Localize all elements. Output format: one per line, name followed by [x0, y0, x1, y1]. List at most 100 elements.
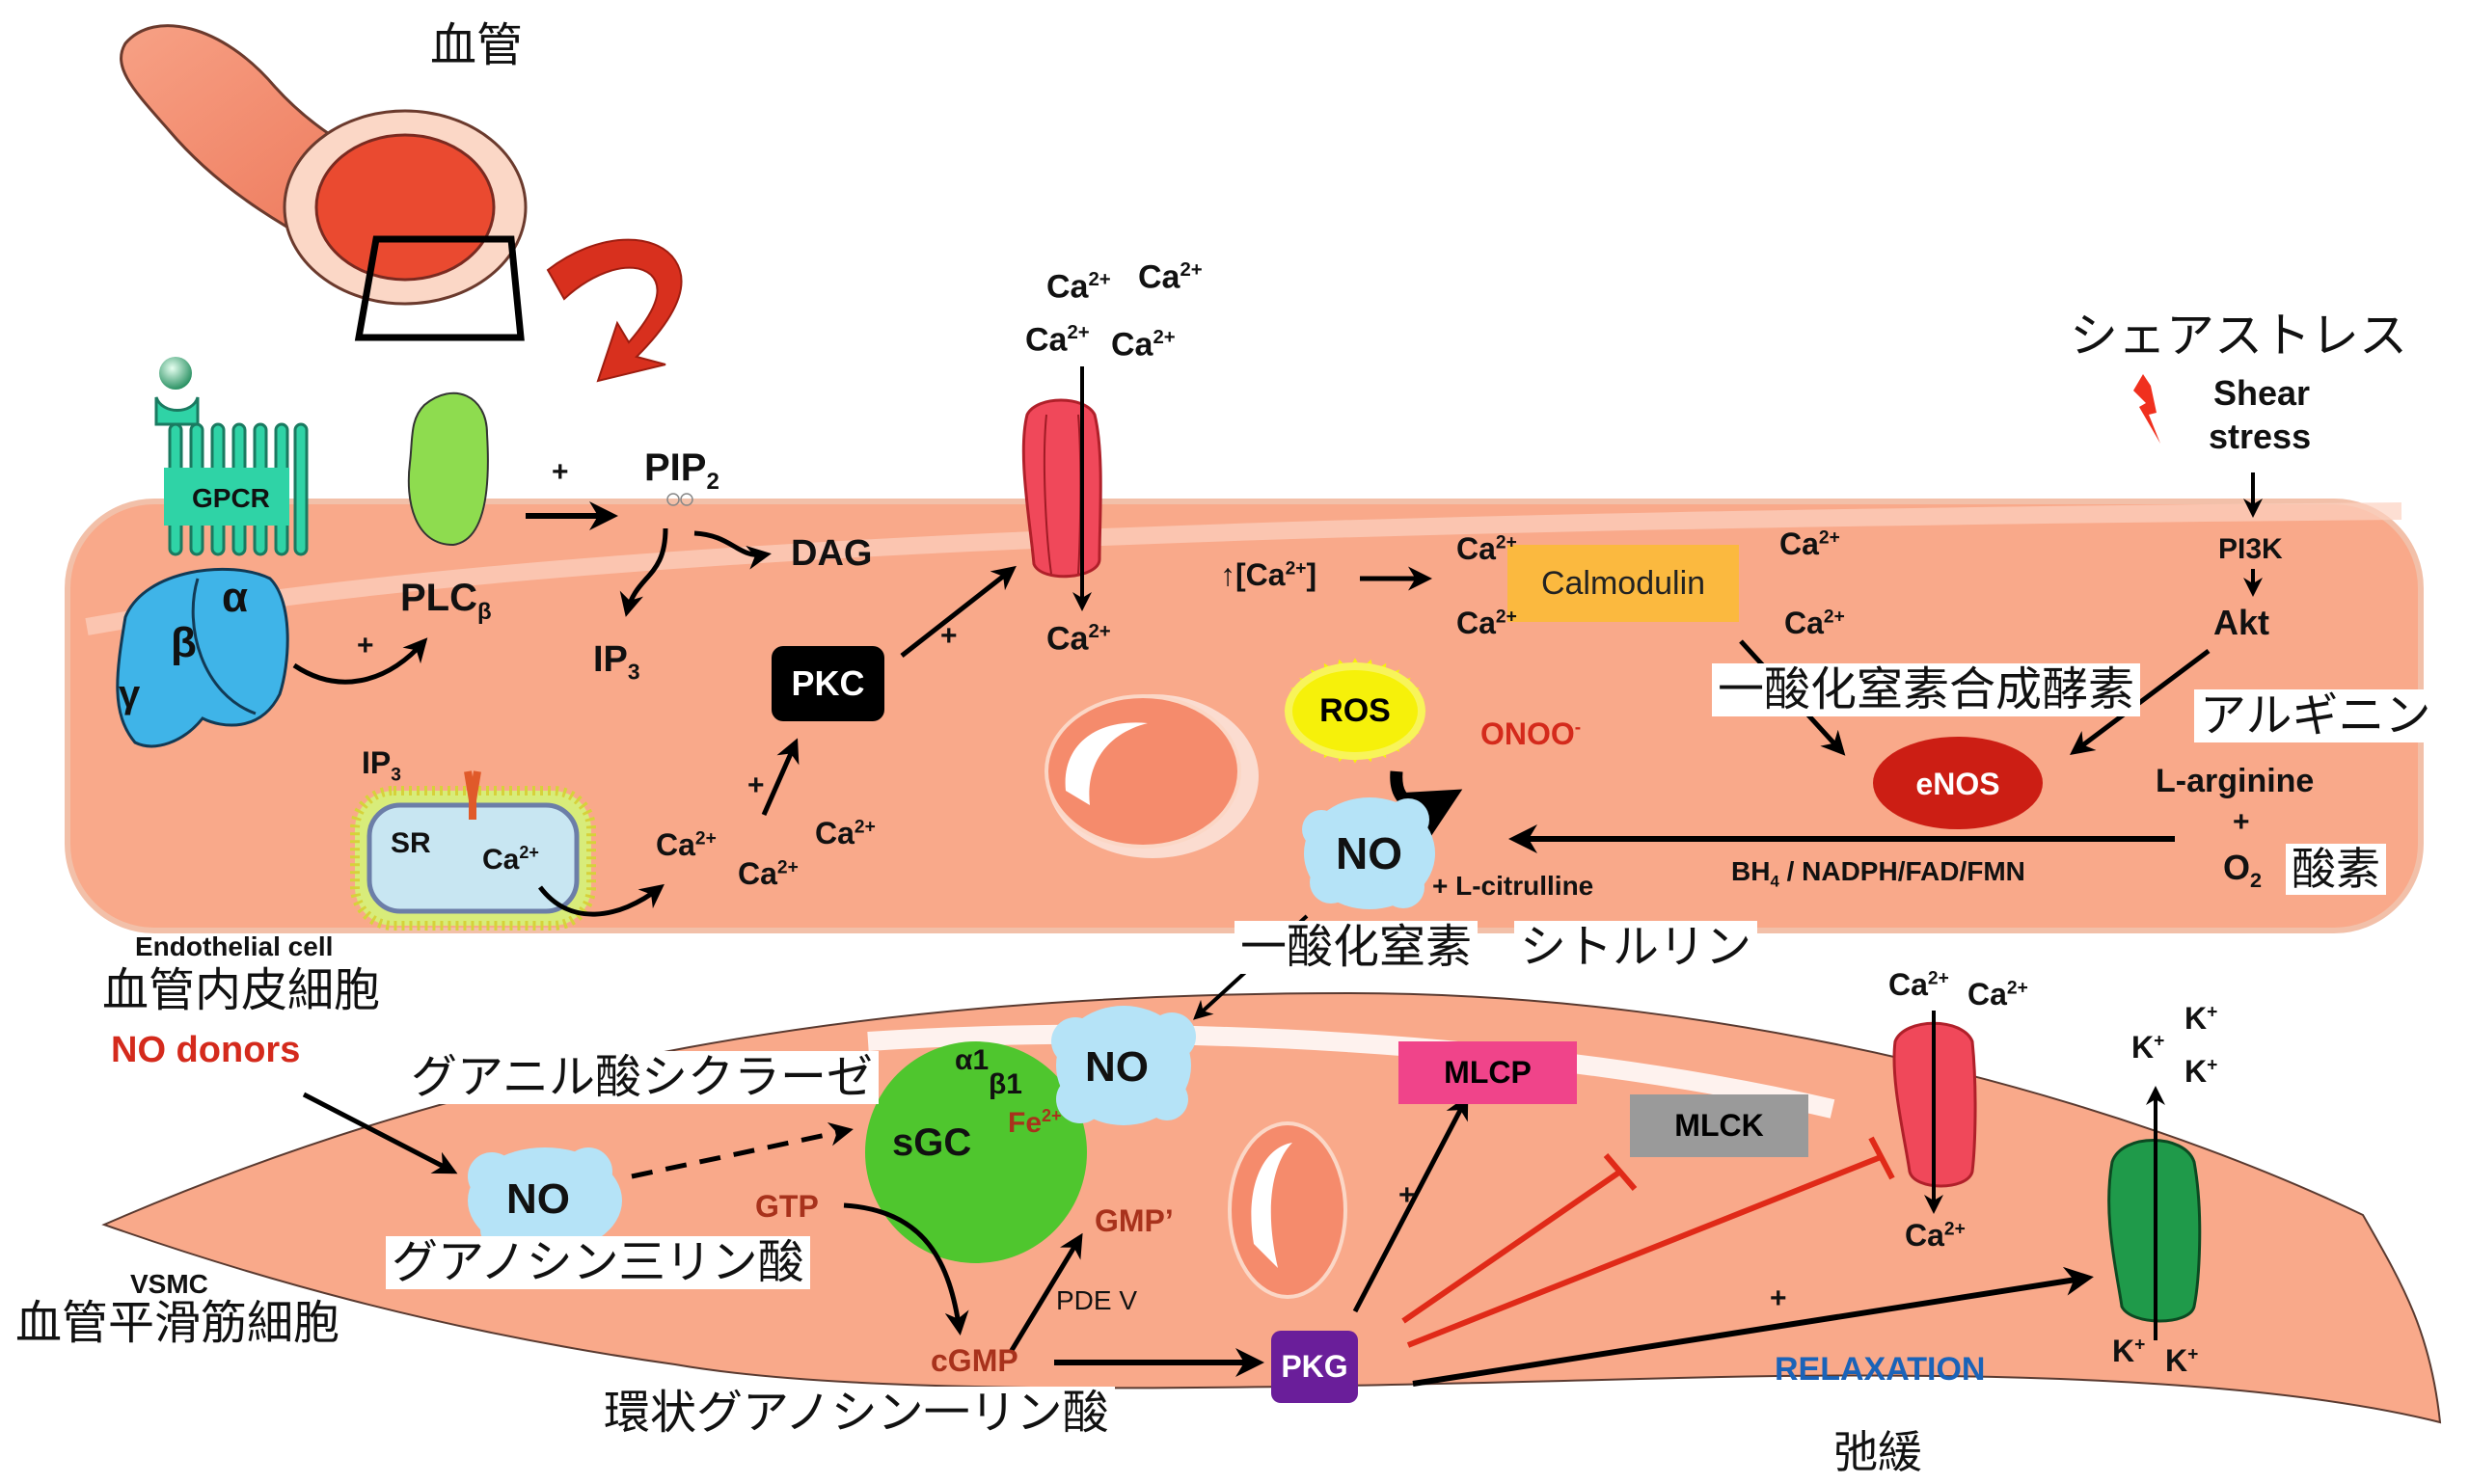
ca-ion-label: Ca2+ [1025, 321, 1090, 359]
ros-label: ROS [1292, 670, 1418, 752]
ca-ion-label: Ca2+ [1967, 977, 2028, 1012]
pip2-label: PIP2 [644, 446, 719, 495]
ca-rise-label: ↑[Ca2+] [1220, 557, 1317, 592]
pkc-box: PKC [772, 646, 884, 721]
vsmc-label: VSMC [130, 1269, 208, 1299]
endothelial-cell-label: Endothelial cell [135, 931, 334, 961]
endothelial-cell-jp-label: 血管内皮細胞 [102, 963, 381, 1017]
plus-sign: + [357, 630, 374, 661]
pkg-box [1271, 1331, 1358, 1403]
gtp-jp-label: グアノシン三リン酸 [386, 1235, 810, 1290]
pkc-to-channel-arrow [900, 565, 1017, 658]
zoom-in-arrow-icon [546, 238, 683, 383]
no-label-endothelial: NO [1336, 828, 1402, 878]
peroxynitrite-label: ONOO- [1480, 716, 1582, 751]
no-cloud-endothelial [1302, 797, 1435, 909]
ca-ion-label: Ca2+ [1888, 967, 1949, 1002]
ca-ion-label: Ca2+ [1046, 268, 1111, 306]
ca-ion-label: Ca2+ [738, 856, 799, 891]
plus-sign: + [940, 620, 958, 652]
pkg-to-mlcp-arrow [1352, 1094, 1469, 1313]
pkg-label: PKG [1281, 1349, 1348, 1384]
plus-sign: + [747, 769, 765, 801]
relaxation-jp-label: 弛緩 [1833, 1426, 1922, 1478]
no-donors-label: NO donors [111, 1030, 301, 1070]
shear-label-2: stress [2209, 417, 2312, 456]
plus-sign: + [552, 456, 569, 488]
gtp-label: GTP [755, 1189, 819, 1224]
ca-ion-label: Ca2+ [1138, 258, 1203, 296]
dag-label: DAG [791, 533, 873, 574]
pi3k-label: PI3K [2218, 533, 2283, 565]
gtp-to-cgmp-arrow [843, 1202, 969, 1336]
no-cloud-vsmc-right [1051, 1006, 1196, 1125]
gpcr-receptor [154, 357, 309, 556]
shear-label-1: Shear [2213, 373, 2311, 413]
plus-sign: + [1770, 1282, 1787, 1314]
pip2-to-dag-arrow [693, 530, 772, 570]
k-ion-label: K+ [2184, 1001, 2218, 1036]
endothelial-nucleus [1045, 694, 1259, 858]
citrulline-label: + L-citrulline [1432, 871, 1594, 901]
vessel-label: 血管 [430, 18, 524, 72]
lightning-icon [2133, 374, 2160, 444]
ca-ion-label: Ca2+ [1784, 606, 1845, 640]
sr-ca-release-arrow [538, 883, 665, 917]
sgc-enzyme [865, 1041, 1087, 1263]
beta1-label: β1 [989, 1068, 1022, 1100]
ip3-label: IP3 [362, 745, 401, 786]
k-ion-label: K+ [2131, 1030, 2165, 1065]
ca-ion-label: Ca2+ [1456, 606, 1517, 640]
oxygen-jp-label: 酸素 [2286, 844, 2386, 895]
k-ion-label: K+ [2112, 1334, 2146, 1368]
g-to-plc-arrow [292, 637, 428, 685]
no-label-vsmc: NO [506, 1175, 570, 1223]
ros-burst-bg [1292, 670, 1418, 752]
mlcp-label: MLCP [1444, 1055, 1532, 1090]
pkg-to-k-channel-arrow [1412, 1266, 2094, 1387]
k-ion-label: K+ [2184, 1054, 2218, 1089]
fe-label: Fe2+ [1008, 1106, 1062, 1139]
plc-enzyme [407, 391, 489, 547]
g-gamma-label: γ [119, 673, 141, 715]
ca-to-pkc-arrow [761, 738, 800, 817]
sgc-label: sGC [892, 1121, 972, 1164]
enos-label: eNOS [1915, 766, 2000, 801]
pip2-to-ip3-arrow [619, 527, 668, 617]
calmodulin-box [1507, 545, 1739, 622]
pde-label: PDE V [1056, 1285, 1138, 1315]
ca-ion-label: Ca2+ [1111, 326, 1176, 364]
calcium-channel-endothelial [1021, 398, 1102, 579]
no-label-vsmc-right: NO [1085, 1043, 1149, 1091]
no-jp-label: 一酸化窒素 [1234, 920, 1479, 975]
ca-ion-label: Ca2+ [1905, 1218, 1966, 1253]
cgmp-to-gmp-arrow [1008, 1232, 1083, 1354]
ca-ion-label: Ca2+ [1779, 526, 1840, 561]
nos-jp-label: 一酸化窒素合成酵素 [1712, 662, 2141, 717]
gmp-label: GMP’ [1095, 1203, 1174, 1238]
enos-enzyme [1873, 737, 2043, 829]
blood-vessel-illustration [120, 24, 528, 341]
akt-to-enos-arrow [2070, 649, 2211, 755]
no-to-sgc-dashed-arrow [631, 1121, 854, 1179]
relaxation-label: RELAXATION [1775, 1351, 1986, 1388]
gpcr-label: GPCR [192, 483, 270, 513]
plus-sign: + [2233, 806, 2250, 838]
citrulline-jp-label: シトルリン [1514, 920, 1758, 975]
shear-stress-jp: シェアストレス [2070, 308, 2407, 364]
ca-ion-label: Ca2+ [815, 816, 876, 850]
vsmc-nucleus [1228, 1121, 1347, 1299]
akt-label: Akt [2213, 603, 2270, 642]
vsmc-jp-label: 血管平滑筋細胞 [15, 1296, 340, 1350]
mlck-box [1630, 1094, 1808, 1157]
calmodulin-label: Calmodulin [1540, 564, 1706, 602]
g-protein [116, 567, 289, 748]
arginine-jp-label: アルギニン [2194, 688, 2437, 743]
k-ion-label: K+ [2165, 1343, 2199, 1378]
plc-label: PLCβ [400, 577, 492, 625]
l-arginine-label: L-arginine [2156, 763, 2315, 799]
no-donor-arrow [302, 1092, 458, 1174]
g-alpha-label: α [222, 574, 249, 621]
